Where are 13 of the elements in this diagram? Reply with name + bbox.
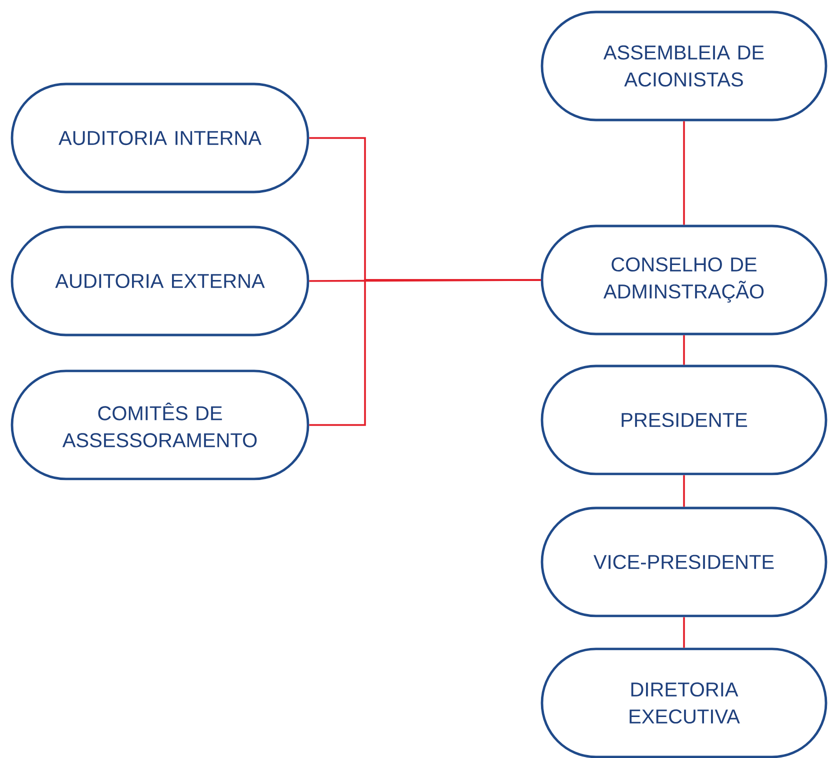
org-box: COMITÊS DE ASSESSORAMENTO [10,370,310,480]
connector-line [683,121,685,225]
connector-line [683,335,685,365]
connector-line [683,475,685,507]
org-box: CONSELHO DE ADMINSTRAÇÃO [540,224,828,336]
org-box: PRESIDENTE [540,364,828,476]
connector-line [309,279,541,426]
org-box: AUDITORIA EXTERNA [10,226,310,336]
org-box: AUDITORIA INTERNA [10,82,310,194]
org-box: DIRETORIA EXECUTIVA [540,648,828,758]
org-box: VICE-PRESIDENTE [540,506,828,618]
connector-line [683,617,685,648]
org-box: ASSEMBLEIA DE ACIONISTAS [540,10,828,122]
